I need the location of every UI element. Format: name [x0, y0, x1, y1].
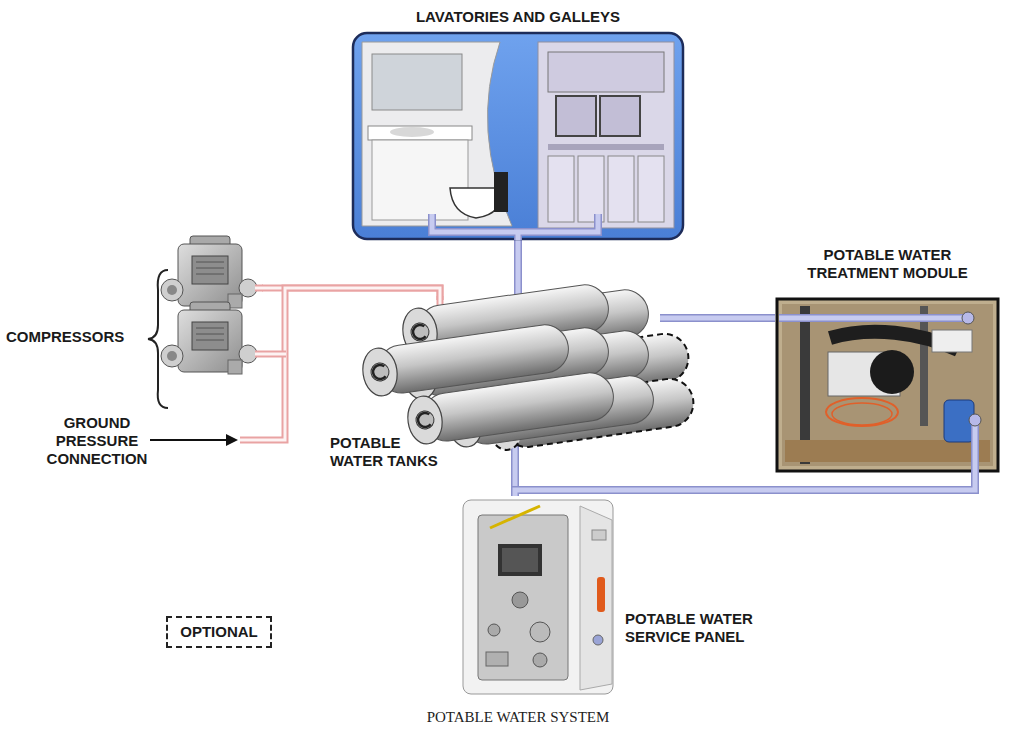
- caption-holder: POTABLE WATER SYSTEM: [318, 708, 718, 726]
- pipe-line: [515, 474, 975, 496]
- lavatory-galley-picture-part: [372, 54, 462, 110]
- tank-cylinders: [360, 282, 697, 452]
- treatment-module-photo-part: [832, 403, 892, 425]
- service-panel-picture-part: [502, 548, 538, 572]
- lavatory-galley-picture-part: [556, 96, 596, 136]
- treatment-module-photo-part: [777, 299, 998, 471]
- connection-point: GROUND PRESSURE CONNECTION: [40, 412, 240, 470]
- lavatory-galley-picture-part: [368, 126, 472, 140]
- label-text: POTABLE WATER SERVICE PANEL: [625, 610, 785, 646]
- treatment-module-photo-part: [932, 330, 972, 352]
- treatment-module-photo-part: [973, 420, 978, 474]
- pipe-line: [717, 316, 775, 321]
- treatment-module-photo-part: [779, 316, 966, 321]
- lavatory-galley-picture: [353, 33, 683, 240]
- label-text: COMPRESSORS: [6, 328, 141, 346]
- pipe-line: [514, 240, 522, 300]
- service-panel-picture-part: [512, 592, 528, 608]
- lavatory-galley-picture-part: [362, 42, 512, 226]
- tank-group: POTABLE WATER TANKS: [330, 300, 717, 472]
- label-text: POTABLE WATER TANKS: [330, 434, 452, 470]
- bracket: [148, 270, 168, 408]
- lavatory-galley-picture-part: [548, 144, 664, 150]
- compressor-picture-part: [161, 236, 257, 308]
- pipe-connector: [518, 240, 519, 300]
- lavatory-galley-picture-part: [548, 156, 574, 222]
- tank-cylinders-part: [405, 370, 617, 446]
- lavatory-galley-picture-part: [600, 96, 640, 136]
- pipe-connector: [515, 474, 975, 496]
- service-panel-picture-part: [533, 653, 547, 667]
- treatment-module-photo-part: [920, 306, 928, 426]
- service-panel-picture-part: [488, 624, 500, 636]
- service-panel-picture-part: [580, 506, 612, 690]
- label-text: POTABLE WATER TREATMENT MODULE: [795, 246, 980, 282]
- treatment-module-photo-part: [782, 304, 993, 466]
- pipe-connector: [717, 318, 775, 319]
- pipe-line: [515, 474, 975, 496]
- treatment-module-photo-part: [962, 312, 974, 324]
- treatment-module-photo-part: [971, 420, 979, 474]
- service-panel-picture-part: [592, 530, 606, 540]
- caption: POTABLE WATER SYSTEM: [318, 708, 718, 726]
- ground-arrow-part: [150, 439, 228, 441]
- service-panel-picture: [463, 500, 613, 694]
- service-panel-picture-part: [498, 544, 542, 576]
- compressor-picture-part: [161, 302, 257, 374]
- service-panel-picture-part: [490, 506, 540, 528]
- lavatory-galley-picture-part: [578, 156, 604, 222]
- lavatory-galley-picture-part: [432, 214, 598, 240]
- lavatory-galley-picture-part: [608, 156, 634, 222]
- treatment-module-photo: [777, 299, 998, 474]
- pipe-line: [717, 314, 775, 322]
- treatment-module-photo-part: [969, 414, 981, 426]
- pipe-line: [516, 240, 521, 300]
- lavatory-galley-picture-part: [494, 172, 508, 212]
- treatment-module-photo-part: [779, 314, 966, 322]
- picture-box: LAVATORIES AND GALLEYS: [352, 2, 688, 240]
- lavatory-galley-picture-part: [638, 156, 664, 222]
- legend-item: OPTIONAL: [166, 616, 272, 648]
- lavatory-galley-picture-part: [548, 52, 664, 92]
- ground-arrow: [150, 434, 238, 446]
- lavatory-galley-picture-part: [390, 127, 434, 137]
- service-panel-picture-part: [478, 515, 568, 680]
- service-panel-picture-part: [597, 577, 605, 612]
- service-panel-picture-part: [530, 622, 550, 642]
- label-text: LAVATORIES AND GALLEYS: [352, 8, 684, 26]
- lavatory-galley-picture-part: [353, 33, 683, 239]
- photo-box: POTABLE WATER TREATMENT MODULE: [775, 244, 1000, 474]
- treatment-module-photo-part: [870, 350, 914, 394]
- lavatory-galley-picture-part: [450, 188, 501, 218]
- label-text: OPTIONAL: [180, 623, 258, 641]
- treatment-module-photo-part: [826, 398, 898, 426]
- equipment-group: COMPRESSORS: [4, 228, 262, 412]
- service-panel-picture-part: [463, 500, 613, 694]
- service-panel-picture-part: [486, 652, 508, 666]
- compressor-picture: [161, 236, 257, 374]
- label-text: GROUND PRESSURE CONNECTION: [40, 414, 154, 468]
- lavatory-galley-picture-part: [372, 140, 468, 220]
- service-panel-picture-part: [593, 635, 603, 645]
- lavatory-galley-picture-part: [538, 42, 674, 228]
- panel-box: POTABLE WATER SERVICE PANEL: [458, 496, 790, 698]
- ground-arrow-part: [226, 434, 238, 446]
- lavatory-galley-picture-part: [432, 214, 598, 240]
- treatment-module-photo-part: [785, 440, 990, 462]
